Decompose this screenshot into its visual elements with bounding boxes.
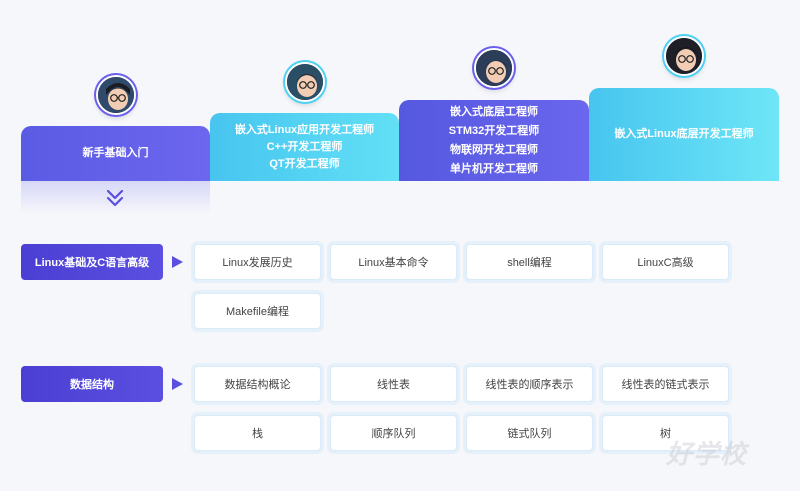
stage-card-body: 嵌入式底层工程师 STM32开发工程师 物联网开发工程师 单片机开发工程师 (399, 100, 589, 181)
stage-card-low-level: 嵌入式底层工程师 STM32开发工程师 物联网开发工程师 单片机开发工程师 (399, 48, 589, 181)
stage-title: STM32开发工程师 (448, 124, 540, 137)
avatar (284, 62, 325, 102)
topic-tag[interactable]: Linux基本命令 (330, 244, 457, 280)
chevron-double-down-icon (106, 189, 124, 207)
topic-tag[interactable]: Makefile编程 (194, 293, 321, 329)
section-label-data-structures[interactable]: 数据结构 (21, 366, 163, 402)
topic-tag[interactable]: 数据结构概论 (194, 366, 321, 402)
stage-title: 新手基础入门 (82, 147, 149, 159)
arrow-right-icon (172, 256, 183, 268)
stage-card-beginner: 新手基础入门 (21, 75, 210, 181)
topic-tag[interactable]: 顺序队列 (330, 415, 457, 451)
topic-tag[interactable]: Linux发展历史 (194, 244, 321, 280)
avatar (95, 75, 136, 115)
stage-title: C++开发工程师 (266, 140, 343, 153)
stage-card-body: 新手基础入门 (21, 126, 210, 181)
topic-tag[interactable]: LinuxC高级 (602, 244, 729, 280)
topic-tag[interactable]: 线性表 (330, 366, 457, 402)
topic-tag[interactable]: 栈 (194, 415, 321, 451)
stage-card-body: 嵌入式Linux应用开发工程师 C++开发工程师 QT开发工程师 (210, 113, 399, 181)
avatar (474, 48, 514, 88)
topic-tag[interactable]: 链式队列 (466, 415, 593, 451)
topic-tag[interactable]: 线性表的链式表示 (602, 366, 729, 402)
stage-card-linux-low-level: 嵌入式Linux底层开发工程师 (589, 36, 779, 181)
stage-title: 单片机开发工程师 (450, 162, 538, 175)
stage-card-application: 嵌入式Linux应用开发工程师 C++开发工程师 QT开发工程师 (210, 62, 399, 181)
stage-title: 嵌入式Linux应用开发工程师 (234, 123, 375, 136)
topic-tag[interactable]: shell编程 (466, 244, 593, 280)
topic-tag[interactable]: 树 (602, 415, 729, 451)
watermark-logo: 好学校 (666, 439, 748, 469)
stage-title: QT开发工程师 (269, 157, 340, 170)
avatar (664, 36, 704, 76)
arrow-right-icon (172, 378, 183, 390)
stage-title: 嵌入式底层工程师 (450, 105, 538, 118)
stage-card-body: 嵌入式Linux底层开发工程师 (589, 88, 779, 181)
stage-title: 物联网开发工程师 (450, 143, 538, 156)
topic-tag[interactable]: 线性表的顺序表示 (466, 366, 593, 402)
stage-title: 嵌入式Linux底层开发工程师 (614, 128, 754, 140)
section-label-linux-c[interactable]: Linux基础及C语言高级 (21, 244, 163, 280)
